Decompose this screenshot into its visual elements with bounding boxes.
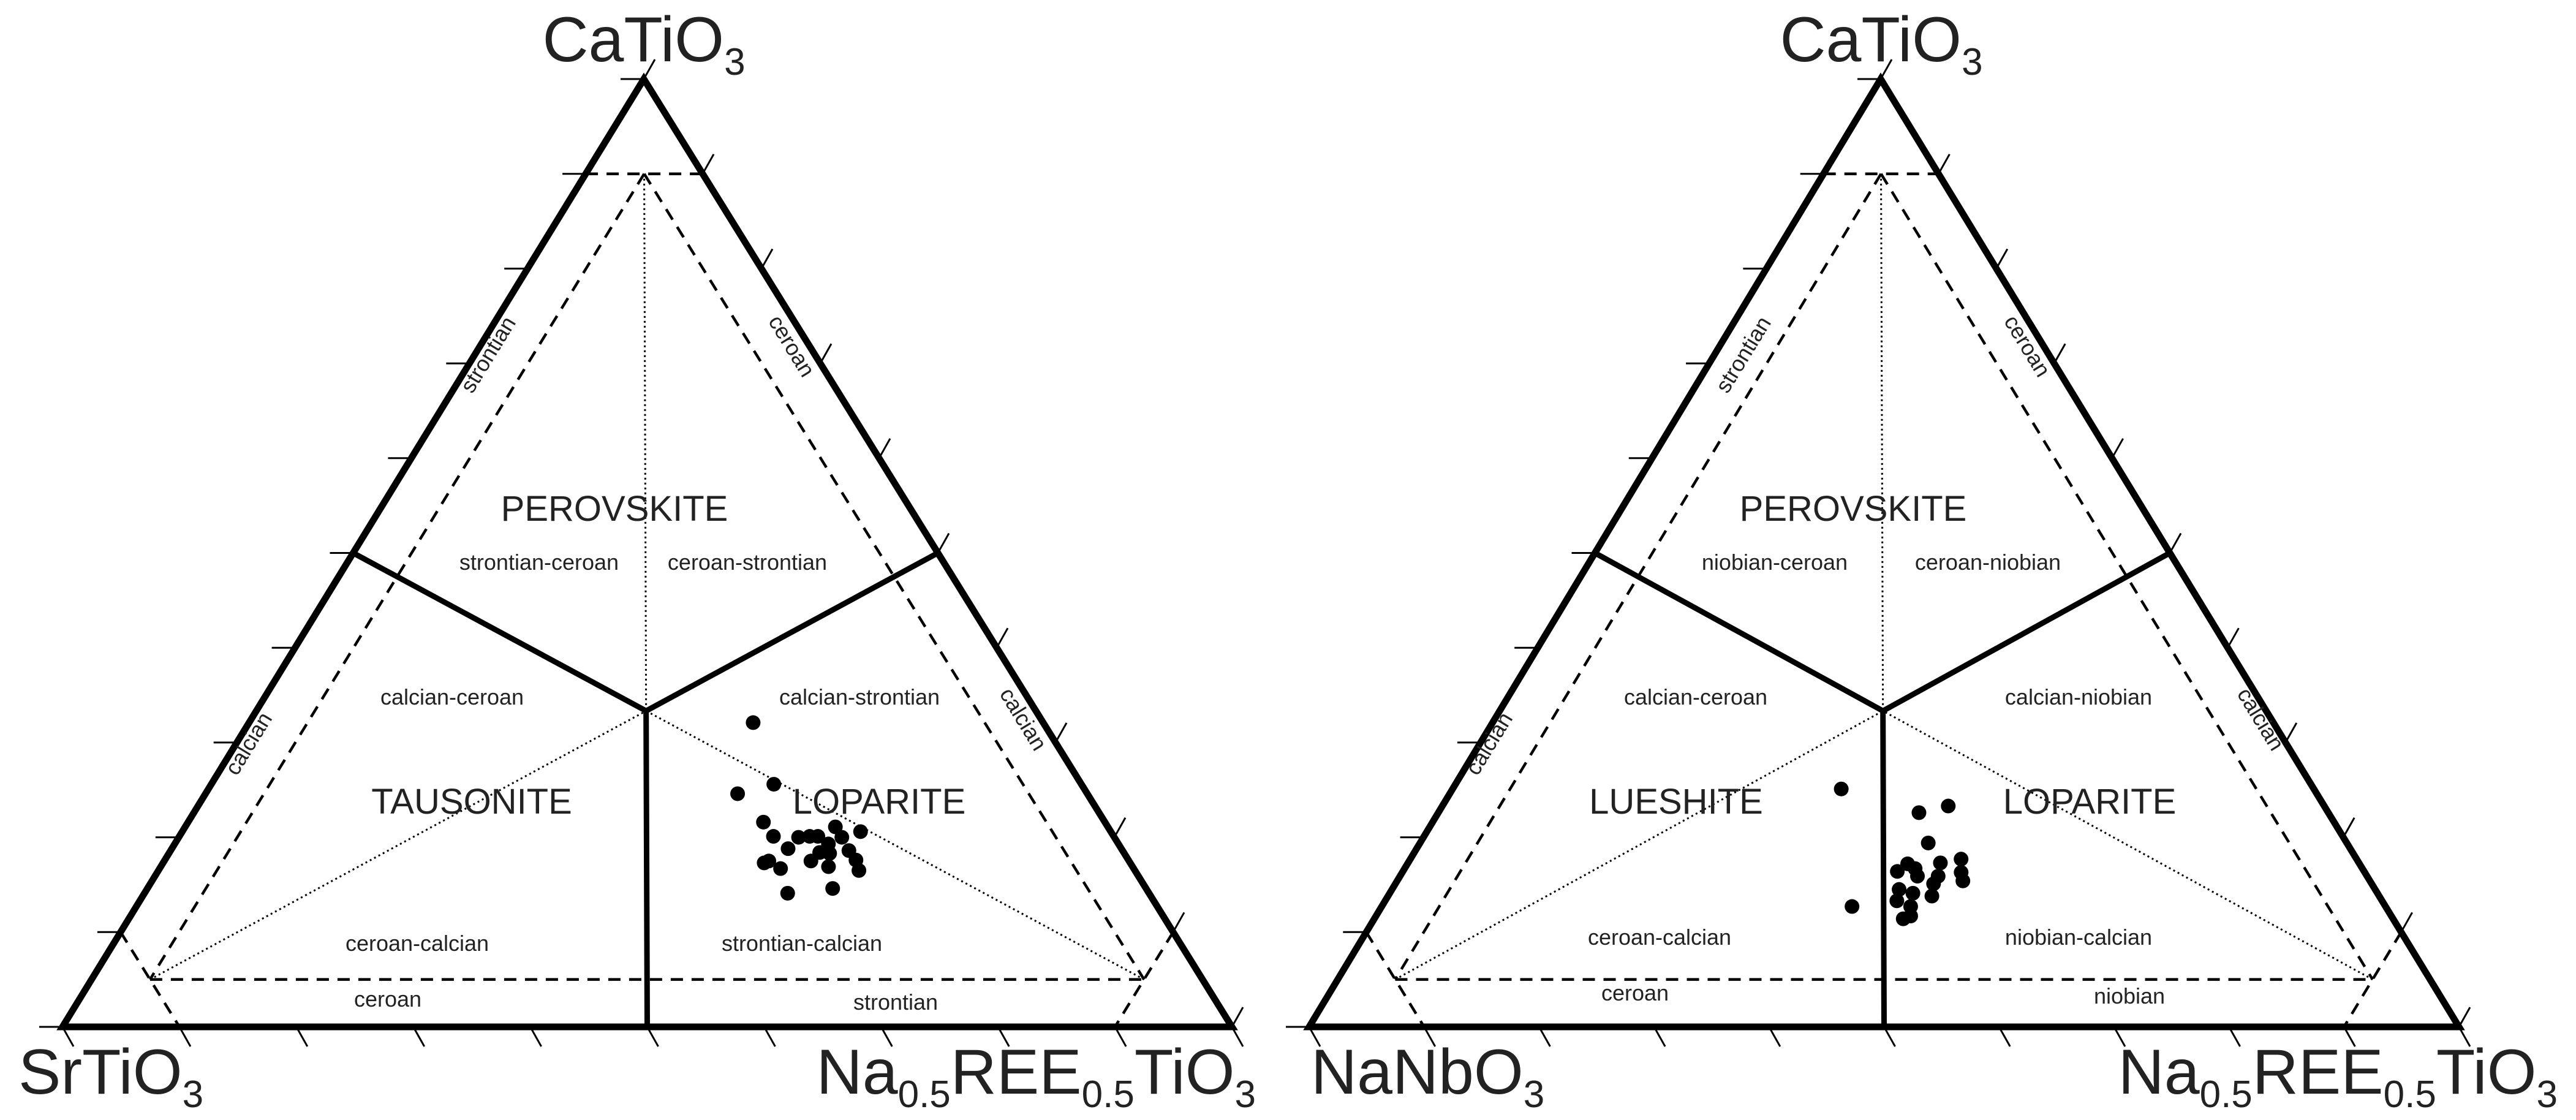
subregion-label: strontian-calcian [722,931,882,956]
subregion-label: calcian-ceroan [1624,684,1767,709]
subregion-label: ceroan-calcian [346,931,489,956]
data-point [780,885,795,901]
data-point [1955,873,1971,888]
data-point [1909,869,1925,884]
data-point [1926,876,1941,891]
vertex-label-right: Na0.5REE0.5TiO3 [817,1037,1256,1116]
dotted-line [1880,173,1884,711]
ternary-diagram-right: CaTiO3 NaNbO3 Na0.5REE0.5TiO3 PEROVSKITE… [1286,4,2558,1116]
dotted-line [645,710,1145,980]
data-point [1905,885,1921,901]
vertex-label-top: CaTiO3 [542,4,745,83]
field-boundary [1881,550,2172,714]
field-boundary [352,550,648,714]
dotted-line [643,173,648,711]
data-point [1845,899,1860,914]
edge-label: strontian [1710,312,1776,397]
subregion-label: ceroan-calcian [1588,925,1731,950]
region-label-lueshite: LUESHITE [1589,782,1763,822]
edge-label: strontian [455,312,521,397]
dashed-line [2343,931,2403,1028]
dotted-line [149,710,647,980]
diagram-frame [39,59,1244,1047]
subregion-label: ceroan-strontian [668,550,827,575]
subregion-label: calcian-ceroan [380,684,524,709]
region-label-loparite: LOPARITE [2003,782,2177,822]
data-point [1941,798,1956,814]
region-label-tausonite: TAUSONITE [371,782,572,822]
field-boundary [1593,550,1884,714]
dashed-line [1114,931,1174,1028]
data-point [746,715,761,730]
subregion-label: calcian-strontian [779,684,940,709]
data-point [810,829,826,844]
subregion-label: niobian-ceroan [1702,550,1848,575]
data-point [821,859,836,874]
data-point [1933,855,1948,871]
edge-label: strontian [853,989,938,1015]
edge-label: calcian [2232,683,2290,755]
data-point [730,786,746,801]
data-point [780,841,796,857]
data-point [761,853,777,869]
data-points [730,715,868,901]
edge-label: calcian [220,708,278,779]
data-point [834,830,850,845]
data-point [1921,835,1936,850]
data-point [803,853,818,869]
edge-label: calcian [1460,708,1518,779]
data-point [1911,805,1927,820]
data-point [773,861,788,876]
edge-label: ceroan [354,986,421,1012]
edge-label: ceroan [1601,980,1669,1005]
data-point [791,830,806,845]
data-point [825,881,840,896]
subregion-label: calcian-niobian [2005,684,2152,709]
triangle-outline [1303,72,2465,1031]
data-point [766,776,782,792]
dashed-line [119,931,181,1028]
field-boundary [643,711,650,1027]
data-point [1954,852,1969,867]
triangle-outline [56,72,1238,1031]
region-label-perovskite: PEROVSKITE [501,489,728,529]
vertex-label-left: SrTiO3 [18,1037,203,1116]
data-point [1889,893,1905,909]
data-point [1834,781,1849,796]
data-point [766,829,781,844]
data-point [822,846,837,861]
dashed-line [148,173,646,980]
vertex-label-right: Na0.5REE0.5TiO3 [2118,1037,2558,1116]
edge-label: niobian [2094,983,2165,1008]
data-point [756,814,771,830]
data-point [1924,888,1940,904]
subregion-label: strontian-ceroan [459,550,619,575]
data-point [853,824,868,839]
dashed-line [643,173,1146,980]
field-boundary [644,550,940,714]
dashed-line [1365,931,1426,1028]
data-point [1895,911,1911,926]
diagram-frame [1286,59,2471,1047]
data-point [1892,882,1907,897]
field-boundary [1880,711,1887,1027]
ternary-diagram-left: CaTiO3 SrTiO3 Na0.5REE0.5TiO3 PEROVSKITE… [18,4,1256,1116]
vertex-label-top: CaTiO3 [1780,4,1982,83]
data-point [1890,864,1905,879]
vertex-label-left: NaNbO3 [1311,1037,1544,1116]
region-label-loparite: LOPARITE [793,782,966,822]
data-point [852,863,867,878]
region-label-perovskite: PEROVSKITE [1740,489,1967,529]
subregion-label: ceroan-niobian [1915,550,2061,575]
dashed-line [1879,173,2374,980]
subregion-label: niobian-calcian [2005,925,2152,950]
data-points [1834,781,1971,926]
